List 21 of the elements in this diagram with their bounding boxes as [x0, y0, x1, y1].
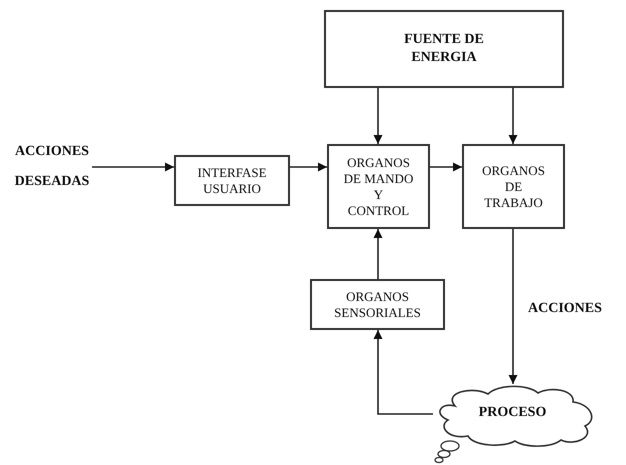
arrow — [92, 162, 174, 172]
process-box — [327, 144, 430, 229]
arrow — [374, 330, 433, 415]
process-box — [324, 10, 564, 88]
box-label: ORGANOS DE TRABAJO — [481, 162, 546, 210]
process-box — [174, 155, 290, 206]
arrow — [430, 162, 462, 172]
arrow — [374, 229, 382, 279]
arrow — [508, 229, 518, 384]
box-label: ORGANOS SENSORIALES — [333, 288, 422, 320]
box-label: ORGANOS DE MANDO Y CONTROL — [344, 154, 414, 218]
edge-label: ACCIONES — [528, 300, 602, 316]
process-box — [462, 144, 565, 229]
process-box — [310, 279, 445, 330]
box-label: FUENTE DE ENERGIA — [404, 31, 484, 67]
arrow — [508, 88, 518, 144]
node-label: PROCESO — [478, 404, 546, 422]
node-label: ACCIONES DESEADAS — [14, 143, 90, 191]
box-label: INTERFASE USUARIO — [196, 164, 268, 196]
arrow — [374, 88, 382, 144]
arrow — [290, 162, 327, 172]
